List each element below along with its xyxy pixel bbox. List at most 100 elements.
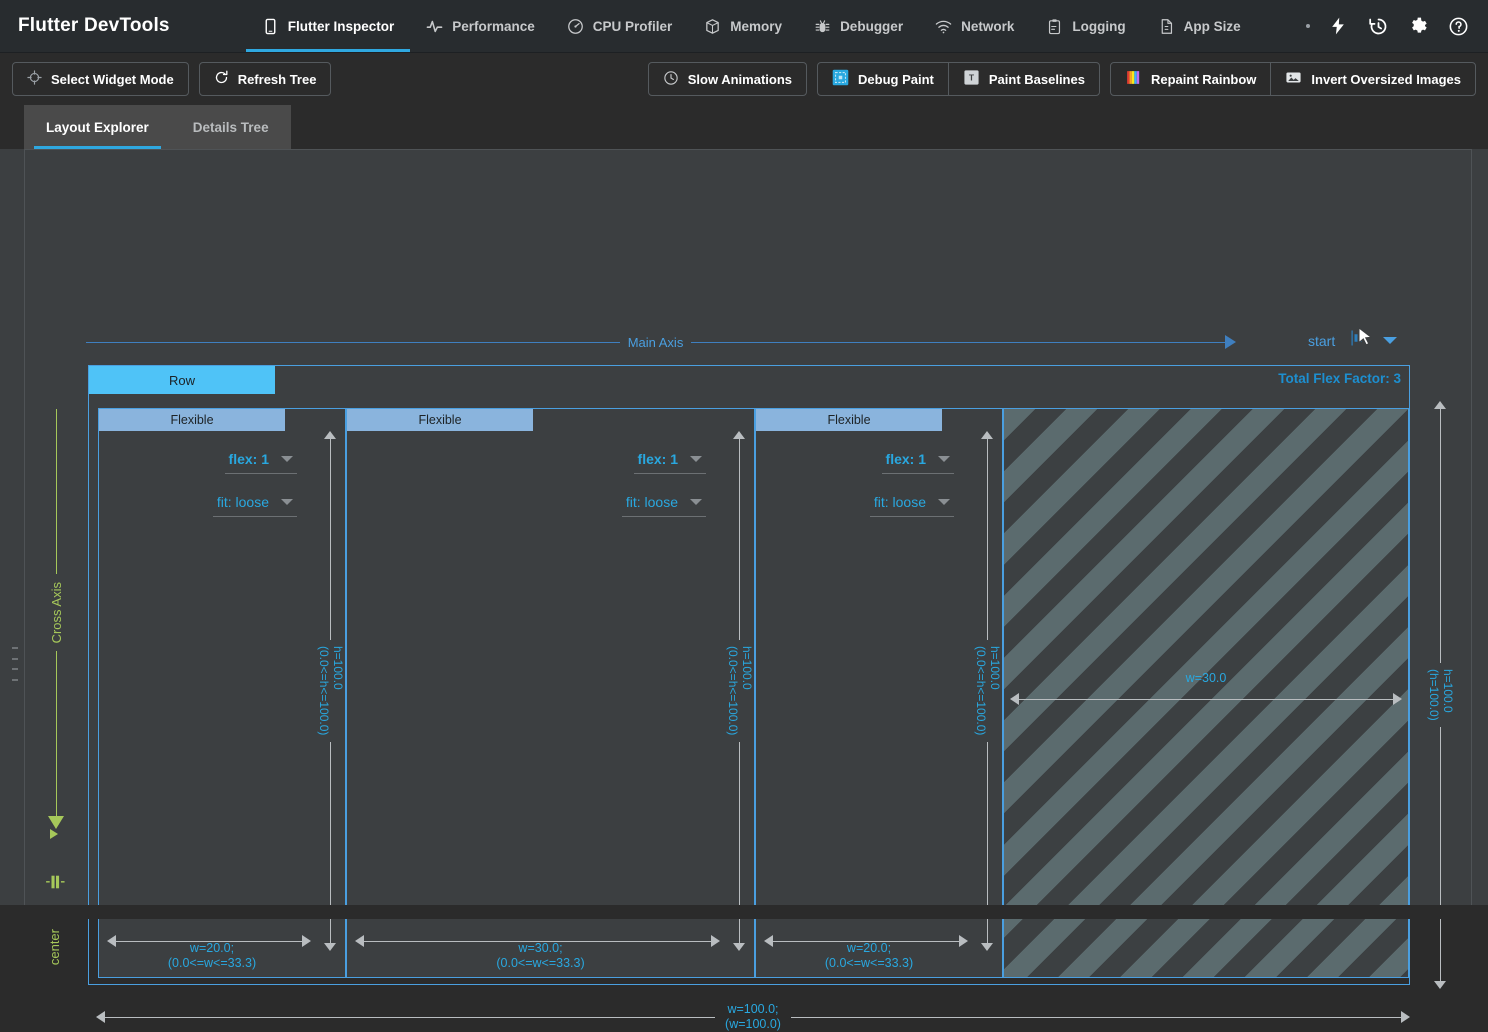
flexible-child-label: Flexible bbox=[170, 413, 214, 427]
fit-dropdown[interactable]: fit: loose bbox=[621, 492, 706, 517]
fit-value: fit: loose bbox=[873, 494, 926, 510]
flexible-child-2[interactable]: Flexible flex: 1 fit: loose h=100.0(0. bbox=[346, 408, 755, 978]
tab-layout-explorer[interactable]: Layout Explorer bbox=[24, 105, 171, 149]
ruler-arrow-up-icon bbox=[733, 431, 745, 439]
flexible-child-header: Flexible bbox=[756, 409, 942, 431]
main-axis-line-left bbox=[86, 341, 620, 343]
render-options-group: Repaint Rainbow Invert Oversized Images bbox=[1109, 62, 1476, 96]
ruler-arrow-up-icon bbox=[981, 431, 993, 439]
paint-baselines-label: Paint Baselines bbox=[988, 71, 1085, 87]
cross-axis-alignment-icon[interactable] bbox=[45, 873, 67, 891]
ruler-line bbox=[738, 741, 740, 944]
row-widget-header: Row bbox=[89, 366, 275, 394]
history-icon[interactable] bbox=[1360, 8, 1396, 44]
nav-tab-app-size[interactable]: App Size bbox=[1142, 0, 1257, 52]
repaint-rainbow-label: Repaint Rainbow bbox=[1150, 71, 1257, 87]
clipboard-icon bbox=[1046, 18, 1063, 35]
cross-axis-line-top bbox=[55, 409, 57, 574]
top-nav-bar: Flutter DevTools Flutter Inspector Perfo… bbox=[0, 0, 1488, 53]
outer-width-ruler: w=100.0;(w=100.0) bbox=[96, 1002, 1410, 1031]
paint-options-group: Debug Paint T Paint Baselines bbox=[817, 62, 1100, 96]
chevron-down-icon bbox=[281, 499, 293, 505]
child-height-text: h=100.0(0.0<=h<=100.0) bbox=[974, 646, 1002, 736]
ruler-line bbox=[1019, 698, 1393, 700]
speedometer-icon bbox=[567, 18, 584, 35]
invert-oversized-images-label: Invert Oversized Images bbox=[1311, 71, 1461, 87]
nav-tab-label: Network bbox=[961, 18, 1015, 34]
nav-tab-label: App Size bbox=[1183, 18, 1241, 34]
nav-tab-debugger[interactable]: Debugger bbox=[798, 0, 919, 52]
flexible-child-3[interactable]: Flexible flex: 1 fit: loose h=100.0(0. bbox=[755, 408, 1003, 978]
paint-baselines-button[interactable]: T Paint Baselines bbox=[947, 63, 1099, 95]
flexible-child-1[interactable]: Flexible flex: 1 fit: loose h=100.0(0. bbox=[98, 408, 346, 978]
cross-axis-alignment-value[interactable]: center bbox=[47, 929, 62, 966]
invert-oversized-images-button[interactable]: Invert Oversized Images bbox=[1270, 63, 1475, 95]
outer-height-ruler: h=100.0(h=100.0) bbox=[1427, 401, 1455, 990]
ruler-line bbox=[986, 439, 988, 641]
ruler-line bbox=[329, 741, 331, 944]
cross-axis-indicator: Cross Axis bbox=[48, 409, 64, 829]
bolt-icon[interactable] bbox=[1320, 8, 1356, 44]
ruler-line bbox=[790, 1016, 1401, 1018]
flex-dropdown[interactable]: flex: 1 bbox=[881, 449, 954, 474]
tab-details-tree[interactable]: Details Tree bbox=[171, 105, 291, 149]
chevron-down-icon bbox=[938, 499, 950, 505]
slow-animations-button[interactable]: Slow Animations bbox=[649, 63, 806, 95]
flexible-child-properties: flex: 1 fit: loose bbox=[869, 449, 954, 517]
select-widget-mode-button[interactable]: Select Widget Mode bbox=[12, 62, 189, 96]
row-children: Flexible flex: 1 fit: loose h=100.0(0. bbox=[98, 408, 1409, 978]
help-icon[interactable] bbox=[1440, 8, 1476, 44]
panel-drag-handle[interactable] bbox=[12, 647, 18, 681]
top-right-actions bbox=[1300, 8, 1476, 44]
gear-icon[interactable] bbox=[1400, 8, 1436, 44]
debug-paint-button[interactable]: Debug Paint bbox=[818, 63, 948, 95]
child-width-text: w=20.0;(0.0<=w<=33.3) bbox=[824, 941, 914, 970]
bottom-strip bbox=[0, 905, 1488, 919]
flex-value: flex: 1 bbox=[637, 451, 678, 467]
child-height-ruler: h=100.0(0.0<=h<=100.0) bbox=[317, 431, 345, 952]
row-widget-box[interactable]: Row Total Flex Factor: 3 Flexible flex: … bbox=[88, 365, 1410, 985]
outer-height-text: h=100.0(h=100.0) bbox=[1427, 669, 1455, 721]
ruler-arrow-up-icon bbox=[324, 431, 336, 439]
layout-explorer-canvas: Main Axis start Cross Axis center Row To… bbox=[0, 149, 1488, 1031]
nav-tab-label: Memory bbox=[730, 18, 783, 34]
ruler-line bbox=[105, 1016, 716, 1018]
overflow-width-text: w=30.0 bbox=[1185, 671, 1227, 685]
child-width-text: w=20.0;(0.0<=w<=33.3) bbox=[167, 941, 257, 970]
ruler-arrow-down-icon bbox=[733, 943, 745, 952]
slow-animations-group: Slow Animations bbox=[647, 62, 808, 96]
cross-axis-line-bottom bbox=[55, 651, 57, 816]
inspector-toolbar: Select Widget Mode Refresh Tree Slow Ani… bbox=[0, 53, 1488, 105]
main-axis-indicator: Main Axis bbox=[86, 334, 1237, 350]
nav-tab-performance[interactable]: Performance bbox=[410, 0, 551, 52]
nav-tab-memory[interactable]: Memory bbox=[688, 0, 798, 52]
nav-tab-network[interactable]: Network bbox=[919, 0, 1030, 52]
flex-dropdown[interactable]: flex: 1 bbox=[633, 449, 706, 474]
main-axis-alignment-value: start bbox=[1308, 332, 1336, 349]
ruler-arrow-up-icon bbox=[1434, 401, 1446, 409]
ruler-line bbox=[738, 439, 740, 641]
main-axis-alignment-dropdown[interactable]: start bbox=[1308, 329, 1398, 352]
fit-dropdown[interactable]: fit: loose bbox=[212, 492, 297, 517]
refresh-tree-button[interactable]: Refresh Tree bbox=[198, 62, 332, 96]
flexible-child-header: Flexible bbox=[99, 409, 285, 431]
flexible-child-properties: flex: 1 fit: loose bbox=[621, 449, 706, 517]
nav-tab-label: Logging bbox=[1072, 18, 1126, 34]
nav-tab-cpu-profiler[interactable]: CPU Profiler bbox=[551, 0, 689, 52]
flex-dropdown[interactable]: flex: 1 bbox=[224, 449, 297, 474]
repaint-rainbow-button[interactable]: Repaint Rainbow bbox=[1111, 63, 1270, 95]
ruler-arrow-right-icon bbox=[1401, 1011, 1410, 1023]
ruler-arrow-left-icon bbox=[96, 1011, 105, 1023]
cross-axis-expand-icon[interactable] bbox=[50, 829, 58, 839]
nav-tab-logging[interactable]: Logging bbox=[1030, 0, 1141, 52]
fit-dropdown[interactable]: fit: loose bbox=[869, 492, 954, 517]
main-nav: Flutter Inspector Performance CPU Profil… bbox=[245, 0, 1257, 52]
ruler-line bbox=[1439, 726, 1441, 982]
debug-paint-icon bbox=[832, 69, 849, 89]
app-title: Flutter DevTools bbox=[18, 15, 170, 36]
main-axis-line-right bbox=[691, 341, 1226, 343]
nav-tab-flutter-inspector[interactable]: Flutter Inspector bbox=[245, 0, 411, 52]
ruler-arrow-down-icon bbox=[324, 943, 336, 952]
ruler-line bbox=[1439, 409, 1441, 664]
flexible-child-label: Flexible bbox=[827, 413, 871, 427]
